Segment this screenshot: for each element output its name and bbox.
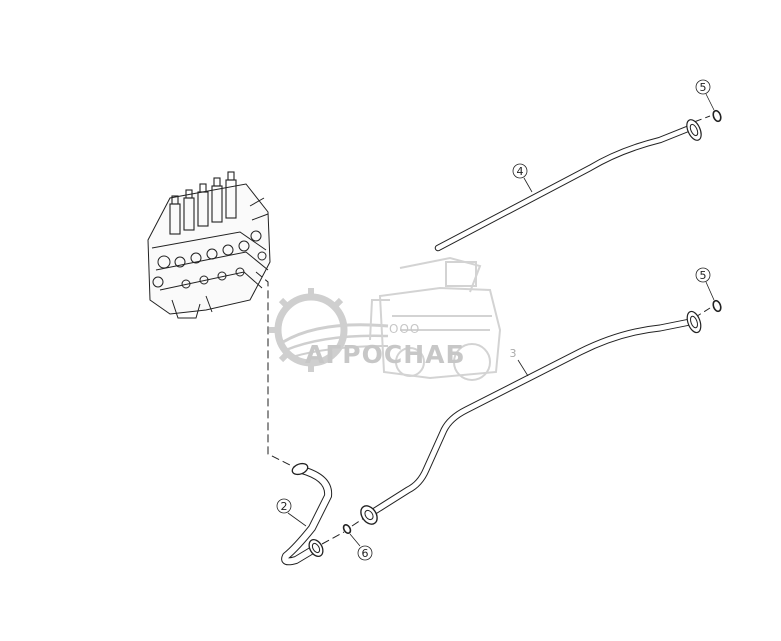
pipe-3 [360,310,702,525]
svg-text:3: 3 [510,347,517,360]
o-rings [342,109,722,534]
callout-2: 2 [276,498,292,514]
watermark-gear-icon [269,288,389,372]
svg-text:4: 4 [517,165,524,178]
o-ring-5-upper [712,109,722,123]
callout-6: 6 [357,545,373,561]
pipe-4 [434,119,702,252]
svg-text:6: 6 [362,547,369,560]
callout-5-lower: 5 [695,267,711,283]
callout-5-upper: 5 [695,79,711,95]
control-valve-block [147,171,271,319]
callout-4: 4 [512,163,528,179]
o-ring-5-lower [712,299,722,313]
leader-lines [287,93,715,547]
svg-text:5: 5 [700,269,707,282]
o-ring-6 [342,524,352,534]
watermark-harvester-icon [369,256,502,381]
svg-text:5: 5 [700,81,707,94]
watermark-prefix: ООО [389,322,420,336]
svg-text:2: 2 [281,500,288,513]
callout-3: 3 [510,347,517,360]
watermark-logo: ООО АГРОСНАБ [269,256,502,381]
pipe-2 [281,462,333,566]
watermark-brand-name: АГРОСНАБ [305,340,466,369]
